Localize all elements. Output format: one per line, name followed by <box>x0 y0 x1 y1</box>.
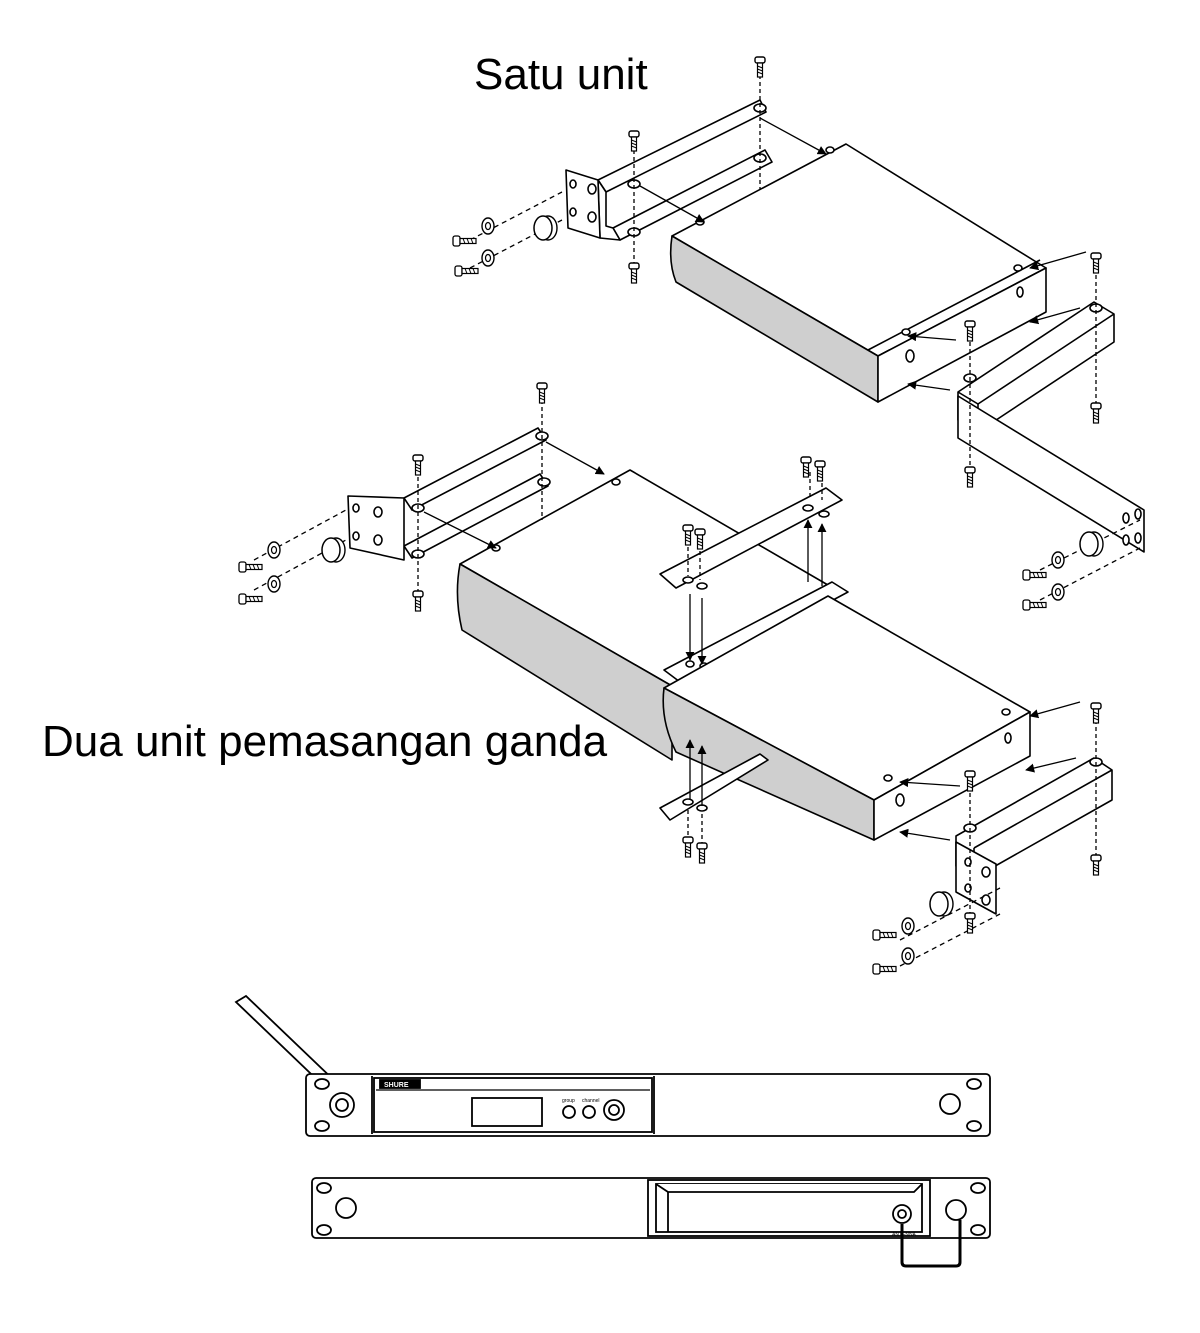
single-unit-guides <box>469 75 1097 468</box>
rear-panel <box>311 1177 991 1268</box>
front-panel-button-label: group <box>562 1098 575 1104</box>
front-panel-button-label: channel <box>582 1098 600 1104</box>
front-panel <box>234 994 991 1137</box>
single-unit-title: Satu unit <box>474 50 648 99</box>
dual-unit-title: Dua unit pemasangan ganda <box>42 717 608 766</box>
rear-panel-port-label: ANTENNA <box>892 1232 917 1238</box>
front-panel-brand: SHURE <box>384 1082 409 1089</box>
single-unit-assembly <box>565 99 1145 553</box>
dual-unit-assembly <box>347 427 1146 915</box>
